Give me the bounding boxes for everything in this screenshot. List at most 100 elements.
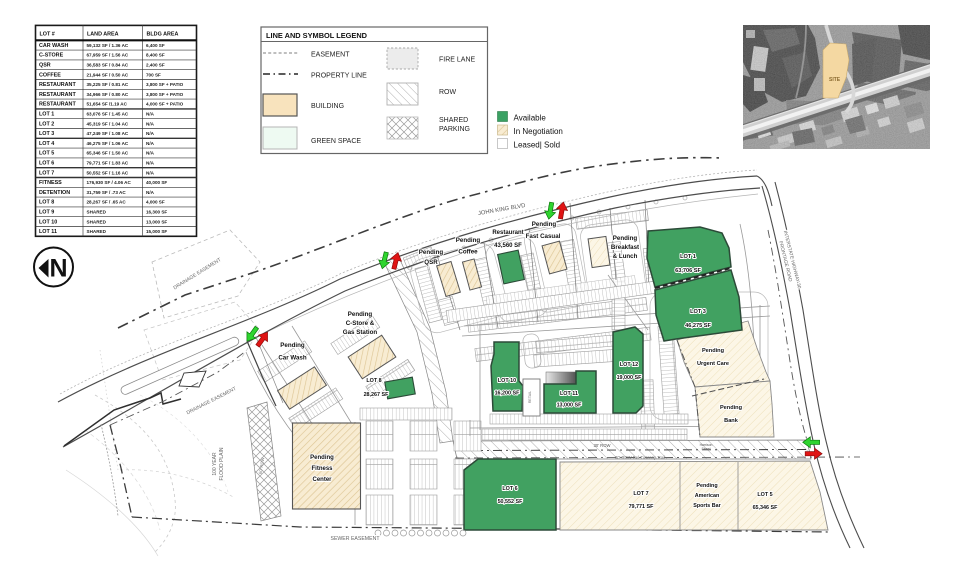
svg-text:50,552 SF / 1.16 AC: 50,552 SF / 1.16 AC	[87, 170, 129, 175]
svg-text:67,959 SF / 1.56 AC: 67,959 SF / 1.56 AC	[87, 53, 129, 58]
svg-text:46,275 SF: 46,275 SF	[685, 323, 711, 329]
svg-text:19,000 SF: 19,000 SF	[617, 375, 643, 381]
svg-text:63,706 SF: 63,706 SF	[675, 268, 701, 274]
svg-text:100 YEAR: 100 YEAR	[212, 452, 218, 476]
svg-text:LOT 6: LOT 6	[39, 161, 54, 167]
svg-text:Bank: Bank	[724, 418, 739, 424]
svg-text:47,249 SF / 1.08 AC: 47,249 SF / 1.08 AC	[87, 131, 129, 136]
svg-text:RETAIL: RETAIL	[528, 391, 532, 403]
svg-text:SHARED: SHARED	[87, 210, 107, 215]
svg-text:6,400 SF: 6,400 SF	[146, 43, 165, 48]
svg-text:176,930 SF / 4.06 AC: 176,930 SF / 4.06 AC	[87, 180, 132, 185]
svg-text:LOT 11: LOT 11	[560, 391, 578, 397]
svg-text:45,319 SF / 1.04 AC: 45,319 SF / 1.04 AC	[87, 121, 129, 126]
svg-text:DETENTION: DETENTION	[39, 190, 70, 196]
svg-text:Sports Bar: Sports Bar	[693, 503, 721, 509]
svg-text:LOT 2: LOT 2	[39, 121, 54, 127]
svg-text:79,771 SF / 1.83 AC: 79,771 SF / 1.83 AC	[87, 161, 129, 166]
svg-text:Pending: Pending	[310, 455, 334, 461]
svg-text:PARKING: PARKING	[439, 126, 470, 133]
svg-text:LOT 7: LOT 7	[633, 491, 648, 497]
svg-text:FLOOD PLAIN: FLOOD PLAIN	[219, 447, 225, 480]
svg-text:40,000 SF: 40,000 SF	[146, 180, 167, 185]
svg-text:Fitness: Fitness	[311, 466, 333, 472]
svg-text:LOT 3: LOT 3	[690, 309, 706, 315]
svg-text:LINE AND SYMBOL LEGEND: LINE AND SYMBOL LEGEND	[266, 31, 368, 40]
svg-text:2,400 SF: 2,400 SF	[146, 63, 165, 68]
svg-text:Pending: Pending	[348, 311, 373, 318]
svg-text:Pending: Pending	[280, 342, 305, 349]
svg-text:Urgent Care: Urgent Care	[697, 361, 729, 367]
svg-text:LOT 8: LOT 8	[39, 200, 54, 206]
svg-text:C-Store &: C-Store &	[346, 320, 375, 327]
svg-text:60' ROW: 60' ROW	[258, 457, 266, 475]
svg-text:SEWER EASEMENT: SEWER EASEMENT	[330, 536, 380, 542]
svg-text:43,560 SF: 43,560 SF	[494, 243, 522, 249]
svg-text:4,000 SF: 4,000 SF	[146, 200, 165, 205]
svg-text:Pending: Pending	[456, 237, 481, 244]
svg-text:N/A: N/A	[146, 170, 155, 175]
svg-text:LOT 9: LOT 9	[39, 210, 54, 216]
svg-text:8,400 SF: 8,400 SF	[146, 53, 165, 58]
svg-text:RESTAURANT: RESTAURANT	[39, 102, 76, 108]
svg-text:Leased| Sold: Leased| Sold	[514, 141, 561, 150]
svg-text:COFFEE: COFFEE	[39, 72, 61, 78]
svg-text:BUILDING: BUILDING	[311, 103, 344, 110]
svg-text:LOT 5: LOT 5	[39, 151, 54, 157]
svg-text:Harrison: Harrison	[700, 443, 713, 447]
svg-text:700 SF: 700 SF	[146, 72, 161, 77]
svg-text:65,346 SF: 65,346 SF	[753, 505, 779, 511]
svg-text:N/A: N/A	[146, 121, 155, 126]
svg-text:3,800 SF + PATIO: 3,800 SF + PATIO	[146, 92, 184, 97]
svg-text:79,771 SF: 79,771 SF	[629, 504, 655, 510]
svg-text:Restaurant: Restaurant	[492, 230, 523, 236]
svg-text:QSR: QSR	[39, 63, 51, 69]
svg-text:N: N	[50, 255, 68, 283]
svg-text:LOT 4: LOT 4	[39, 141, 54, 147]
svg-text:50,552 SF: 50,552 SF	[498, 499, 524, 505]
svg-text:16,200 SF: 16,200 SF	[495, 391, 521, 397]
svg-text:FITNESS: FITNESS	[39, 180, 62, 186]
svg-text:LOT 3: LOT 3	[39, 131, 54, 137]
svg-text:13,000 SF: 13,000 SF	[557, 403, 583, 409]
svg-text:63,076 SF / 1.45 AC: 63,076 SF / 1.45 AC	[87, 112, 129, 117]
svg-text:Gas Station: Gas Station	[343, 329, 378, 336]
svg-text:28,267 SF / .65 AC: 28,267 SF / .65 AC	[87, 200, 127, 205]
svg-text:CAR WASH: CAR WASH	[39, 43, 68, 49]
svg-text:FIRE LANE: FIRE LANE	[439, 57, 476, 64]
svg-text:4,000 SF + PATIO: 4,000 SF + PATIO	[146, 102, 184, 107]
svg-text:PROPERTY LINE: PROPERTY LINE	[311, 73, 367, 80]
svg-text:N/A: N/A	[146, 131, 155, 136]
svg-text:LOT 1: LOT 1	[39, 112, 54, 118]
svg-text:30' ROW: 30' ROW	[594, 443, 611, 448]
svg-text:Pending: Pending	[613, 235, 638, 242]
svg-text:N/A: N/A	[146, 112, 155, 117]
svg-text:Car Wash: Car Wash	[278, 355, 307, 362]
svg-text:N/A: N/A	[146, 151, 155, 156]
svg-text:LAND AREA: LAND AREA	[87, 31, 119, 37]
svg-text:In Negotiation: In Negotiation	[514, 127, 563, 136]
svg-text:16,300 SF: 16,300 SF	[146, 210, 167, 215]
svg-text:Street: Street	[701, 447, 710, 451]
svg-text:LOT 8: LOT 8	[366, 378, 381, 384]
svg-text:LOT 7: LOT 7	[39, 170, 54, 176]
svg-text:Fast Casual: Fast Casual	[526, 233, 561, 240]
svg-text:SHARED: SHARED	[87, 229, 107, 234]
svg-text:LOT 10: LOT 10	[39, 219, 57, 225]
svg-text:Breakfast: Breakfast	[611, 244, 639, 251]
svg-text:28,267 SF: 28,267 SF	[364, 392, 390, 398]
svg-text:LOT 6: LOT 6	[502, 486, 517, 492]
svg-text:SHARED: SHARED	[439, 117, 468, 124]
svg-text:Pending: Pending	[532, 221, 557, 228]
svg-text:59,132 SF / 1.36 AC: 59,132 SF / 1.36 AC	[87, 43, 129, 48]
svg-text:Coffee: Coffee	[458, 249, 478, 256]
svg-text:65,346 SF / 1.50 AC: 65,346 SF / 1.50 AC	[87, 151, 129, 156]
svg-text:Pending: Pending	[696, 483, 717, 489]
svg-text:30' ROW Bel-Tuscany Trail: 30' ROW Bel-Tuscany Trail	[615, 455, 665, 460]
svg-text:RESTAURANT: RESTAURANT	[39, 82, 76, 88]
svg-text:QSR: QSR	[424, 259, 438, 266]
svg-text:GREEN SPACE: GREEN SPACE	[311, 138, 361, 145]
svg-text:Available: Available	[514, 114, 547, 123]
svg-text:3,800 SF + PATIO: 3,800 SF + PATIO	[146, 82, 184, 87]
svg-text:46,275 SF / 1.06 AC: 46,275 SF / 1.06 AC	[87, 141, 129, 146]
